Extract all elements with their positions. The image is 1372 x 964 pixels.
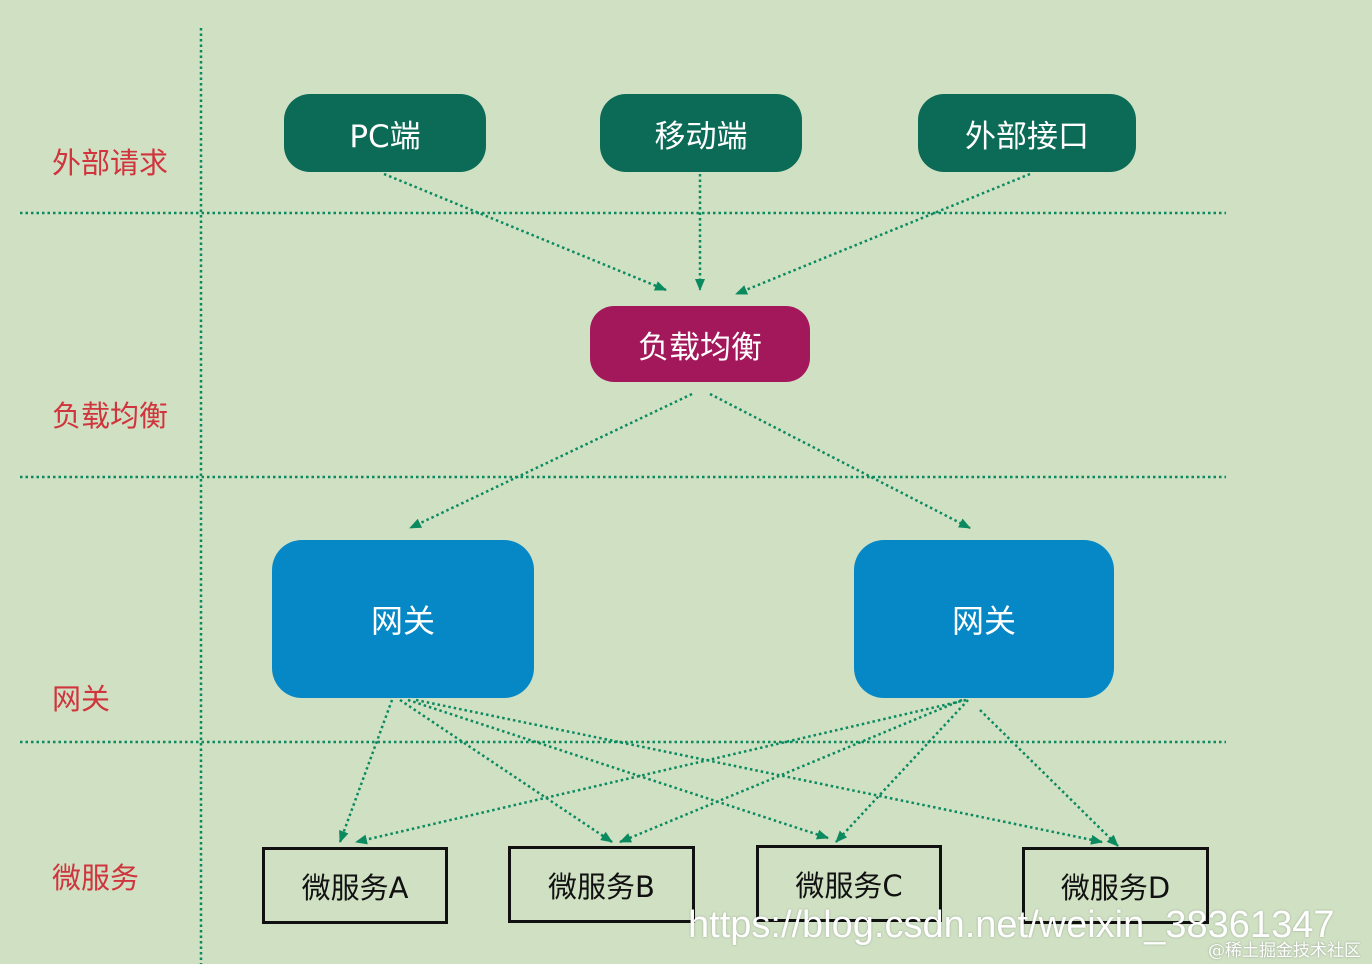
microservice-d-node: 微服务D — [1022, 847, 1209, 924]
arrow-external-api-to-load-balancer — [735, 172, 1031, 296]
external-api-node: 外部接口 — [918, 94, 1136, 172]
layer-label-gateway: 网关 — [52, 682, 111, 716]
connector-arrows — [338, 172, 1119, 847]
arrow-gateway-1-to-svc-a — [338, 699, 394, 843]
mobile-client-node: 移动端 — [600, 94, 802, 172]
microservice-a-node: 微服务A — [262, 847, 448, 924]
watermark-brand: @稀土掘金技术社区 — [1208, 941, 1361, 961]
arrow-gateway-2-to-svc-c — [835, 699, 969, 843]
microservice-c-node: 微服务C — [756, 845, 942, 922]
microservice-b-node: 微服务B — [508, 846, 695, 923]
gateway-node-2: 网关 — [854, 540, 1114, 698]
watermark-url: https://blog.csdn.net/weixin_38361347 — [688, 904, 1335, 946]
arrow-gateway-1-to-svc-b — [399, 698, 613, 844]
arrow-gateway-1-to-svc-d — [415, 698, 1103, 845]
layer-label-load-balancing: 负载均衡 — [52, 399, 169, 433]
gateway-node-1: 网关 — [272, 540, 534, 698]
layer-label-microservices: 微服务 — [52, 861, 140, 895]
layer-dividers — [20, 28, 1226, 964]
arrow-gateway-1-to-svc-c — [407, 698, 829, 840]
arrow-gateway-2-to-svc-a — [355, 698, 967, 845]
arrow-load-balancer-to-gateway-1 — [409, 392, 693, 530]
arrow-gateway-2-to-svc-d — [979, 709, 1119, 847]
pc-client-node: PC端 — [284, 94, 486, 172]
load-balancer-node: 负载均衡 — [590, 306, 810, 382]
arrow-pc-to-load-balancer — [383, 172, 667, 292]
layer-label-external: 外部请求 — [52, 146, 169, 180]
arrow-gateway-2-to-svc-b — [619, 698, 963, 844]
arrow-load-balancer-to-gateway-2 — [709, 392, 971, 530]
